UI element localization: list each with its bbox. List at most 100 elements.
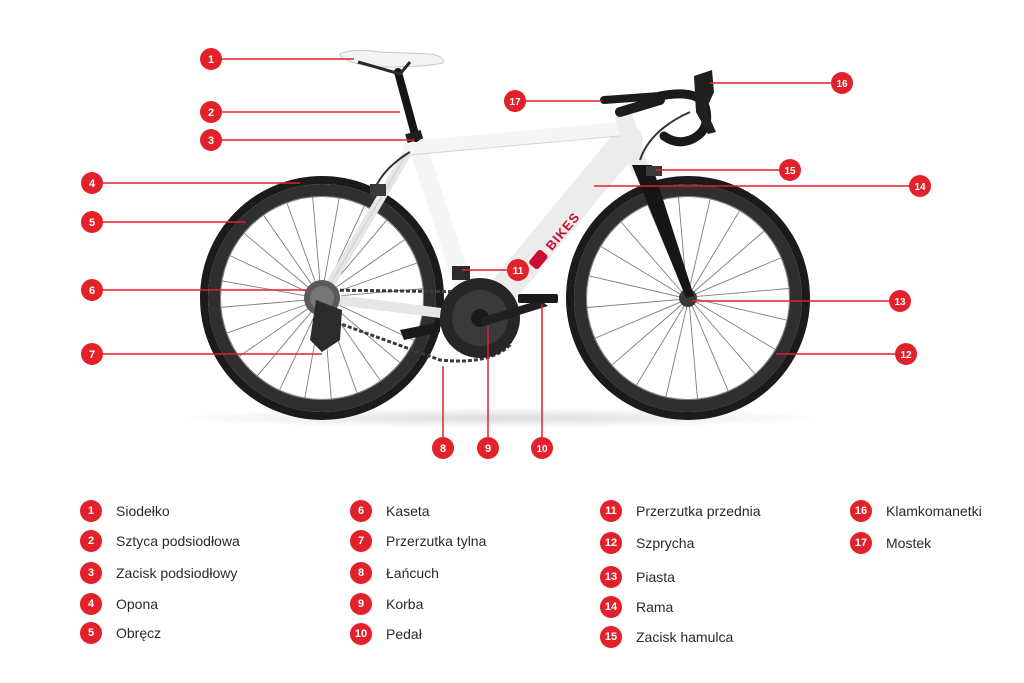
spoke	[620, 221, 684, 295]
legend-label-8: Łańcuch	[386, 565, 439, 581]
legend-item-7: 7 Przerzutka tylna	[350, 528, 486, 554]
callout-14-num: 14	[914, 182, 926, 193]
legend-label-16: Klamkomanetki	[886, 503, 982, 519]
front-wheel	[566, 176, 810, 420]
front-rim-edge	[586, 196, 790, 400]
spoke	[611, 302, 685, 366]
spoke	[693, 300, 776, 350]
seat-stay-edge	[321, 144, 413, 299]
spoke	[636, 303, 686, 386]
legend-badge-10: 10	[350, 623, 372, 645]
front-rim	[574, 184, 802, 412]
callout-7-num: 7	[89, 349, 95, 361]
front-brake	[646, 166, 662, 176]
spoke	[690, 210, 740, 293]
spoke	[690, 303, 729, 391]
callout-3-num: 3	[208, 135, 214, 147]
callout-13-num: 13	[894, 297, 906, 308]
spoke	[665, 303, 688, 397]
top-tube	[403, 121, 637, 155]
callout-17-num: 17	[509, 97, 521, 108]
legend-badge-16: 16	[850, 500, 872, 522]
rear-spokes	[221, 197, 423, 399]
callout-4-num: 4	[89, 178, 96, 190]
callout-16-num: 16	[836, 79, 848, 90]
legend-label-12: Szprycha	[636, 535, 695, 551]
callout-10: 10	[531, 437, 553, 459]
legend-label-6: Kaseta	[386, 503, 430, 519]
legend-badge-15: 15	[600, 626, 622, 648]
legend-badge-13: 13	[600, 566, 622, 588]
legend-label-1: Siodełko	[116, 503, 170, 519]
down-tube	[467, 125, 643, 331]
legend-label-7: Przerzutka tylna	[386, 533, 487, 549]
crank-arm	[480, 300, 548, 326]
spoke	[257, 302, 320, 376]
handlebar-drop	[655, 89, 712, 147]
callout-14: 14	[909, 175, 931, 197]
spoke	[600, 246, 683, 296]
legend-item-10: 10 Pedał	[350, 621, 422, 647]
spoke	[693, 298, 787, 321]
spoke	[263, 215, 319, 294]
spoke	[239, 301, 318, 357]
spoke	[693, 288, 789, 298]
callouts: 1 2 3 4 5 6 7 8 9 10 11 12 13 14 15 16 1…	[81, 48, 931, 459]
legend-label-2: Sztyca podsiodłowa	[116, 533, 240, 549]
legend-item-3: 3 Zacisk podsiodłowy	[80, 560, 237, 586]
spoke	[688, 199, 711, 293]
brake-cable	[639, 111, 691, 161]
legend-badge-12: 12	[600, 532, 622, 554]
legend-item-2: 2 Sztyca podsiodłowa	[80, 528, 240, 554]
callout-2: 2	[200, 101, 222, 123]
legend-label-14: Rama	[636, 599, 674, 615]
bike-illustration: BIKES	[81, 48, 931, 459]
callout-1: 1	[200, 48, 222, 70]
left-crank-arm	[400, 322, 440, 340]
stem	[615, 95, 665, 117]
legend-label-10: Pedał	[386, 626, 422, 642]
callout-9-num: 9	[485, 443, 491, 455]
callout-5-num: 5	[89, 217, 95, 229]
legend-badge-2: 2	[80, 530, 102, 552]
saddle	[339, 49, 444, 68]
spoke	[221, 298, 317, 308]
rear-tire	[200, 176, 444, 420]
front-fork	[632, 165, 694, 298]
legend-badge-5: 5	[80, 622, 102, 644]
rear-rim-edge	[220, 196, 424, 400]
head-tube	[615, 109, 649, 177]
legend-badge-11: 11	[600, 500, 622, 522]
callout-17: 17	[504, 90, 526, 112]
legend-item-13: 13 Piasta	[600, 564, 675, 590]
handlebar-top	[600, 92, 664, 104]
pedal	[518, 294, 558, 303]
legend-label-9: Korba	[386, 596, 424, 612]
spoke	[286, 203, 320, 293]
callout-2-num: 2	[208, 107, 214, 119]
leader-lines	[92, 58, 920, 448]
legend-label-3: Zacisk podsiodłowy	[116, 565, 238, 581]
front-derailleur	[452, 266, 470, 280]
legend-item-12: 12 Szprycha	[600, 530, 694, 556]
legend-badge-3: 3	[80, 562, 102, 584]
callout-7: 7	[81, 343, 103, 365]
down-tube-shade	[467, 125, 643, 331]
spoke	[321, 198, 340, 293]
spoke	[693, 257, 781, 296]
legend-badge-7: 7	[350, 530, 372, 552]
legend-label-13: Piasta	[636, 569, 675, 585]
rear-rim	[208, 184, 436, 412]
callout-13: 13	[889, 290, 911, 312]
callout-11-num: 11	[513, 266, 524, 277]
spoke	[688, 303, 698, 399]
seat-post	[394, 68, 420, 142]
top-tube-edge	[409, 134, 631, 156]
legend-badge-17: 17	[850, 532, 872, 554]
